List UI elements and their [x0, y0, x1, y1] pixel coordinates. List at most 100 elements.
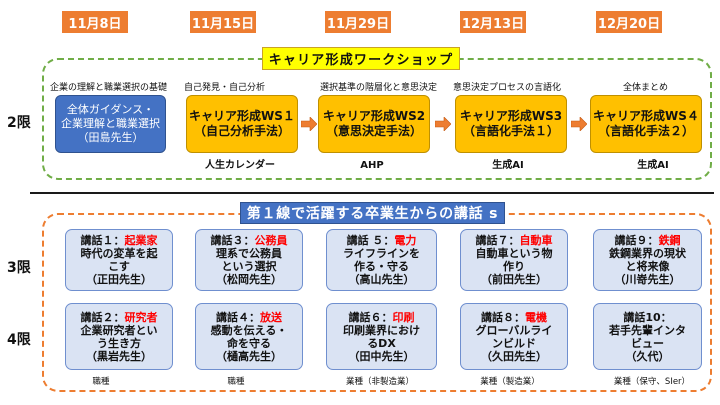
talk-description-line: という選択 — [221, 260, 277, 273]
talk-category: 職種 — [227, 377, 245, 387]
talk-description-line: と将来像 — [625, 260, 670, 273]
talk-description-line: ビュー — [631, 336, 664, 350]
talk-number: 講話９： — [614, 234, 659, 247]
period-label-2: 2限 — [7, 115, 31, 131]
arrow-shape — [435, 117, 451, 131]
talk-number: 講話７： — [475, 234, 520, 247]
talk-heading: 講話10： — [623, 311, 671, 324]
arrow-shape — [301, 117, 317, 131]
session-topic: 企業の理解と職業選択の基礎 — [50, 83, 168, 93]
talk-field: 自動車 — [519, 234, 553, 247]
session-line: （言語化手法２） — [597, 124, 694, 138]
session-topic: 自己発見・自己分析 — [184, 83, 266, 93]
session-line: 全体ガイダンス・ — [66, 103, 155, 116]
session-card-ws1: キャリア形成WS１ （自己分析手法） — [186, 95, 298, 153]
date-badge-3: 11月29日 — [325, 11, 391, 33]
talk-description-line: こす — [108, 260, 130, 273]
talk-category: 業種（製造業） — [480, 377, 540, 387]
right-arrow-icon — [435, 117, 451, 131]
talk-number: 講話４： — [216, 310, 260, 324]
talk-speaker: （久田先生） — [481, 349, 547, 363]
talk-number: 講話２： — [80, 310, 125, 324]
session-topic: 全体まとめ — [623, 83, 669, 93]
talk-description-line: 企業研究者とい — [80, 323, 158, 337]
section-divider — [30, 192, 714, 194]
talk-speaker: （高山先生） — [348, 273, 415, 286]
date-badge-1: 11月8日 — [62, 11, 128, 33]
talk-field: 研究者 — [124, 310, 158, 324]
session-line: キャリア形成WS４ — [593, 109, 699, 123]
talk-speaker: （松岡先生） — [216, 273, 282, 286]
session-line: （田島先生） — [77, 131, 144, 144]
talk-description-line: 感動を伝える・ — [210, 323, 288, 337]
date-badge-5: 12月20日 — [596, 11, 662, 33]
session-line: キャリア形成WS3 — [459, 109, 563, 123]
talk-speaker: （正田先生） — [86, 273, 152, 286]
right-arrow-icon — [301, 117, 317, 131]
session-line: （意思決定手法） — [325, 124, 422, 138]
talk-heading: 講話３：公務員 — [211, 234, 288, 247]
talk-field: 起業家 — [124, 234, 158, 247]
talk-speaker: （川嵜先生） — [614, 273, 681, 286]
talk-description-line: 作り — [503, 260, 525, 273]
talk-card-10: 講話10： 若手先輩インタ ビュー （久代） — [593, 303, 702, 370]
talk-field: 公務員 — [254, 234, 288, 247]
talk-heading: 講話１：起業家 — [81, 234, 158, 247]
session-line: 企業理解と職業選択 — [61, 117, 160, 130]
talk-description-line: 命を守る — [227, 336, 271, 350]
session-line: （自己分析手法） — [193, 124, 290, 138]
talk-description-line: るDX — [367, 336, 396, 350]
talk-card-3: 講話３：公務員 理系で公務員 という選択 （松岡先生） — [195, 229, 303, 291]
date-badge-2: 11月15日 — [190, 11, 256, 33]
talk-card-5: 講話 ５：電力 ライフラインを 作る・守る （高山先生） — [326, 229, 437, 291]
talk-description-line: ライフラインを — [343, 247, 420, 260]
talk-field: 電力 — [394, 234, 417, 247]
session-tool: AHP — [360, 160, 384, 171]
talk-description-line: 作る・守る — [354, 260, 409, 273]
period-label-3: 3限 — [7, 260, 31, 276]
session-line: キャリア形成WS2 — [322, 109, 426, 123]
talk-speaker: （黒岩先生） — [86, 349, 152, 363]
date-badge-4: 12月13日 — [460, 11, 526, 33]
talk-field: 電機 — [525, 310, 547, 324]
right-arrow-icon — [571, 117, 587, 131]
session-tool: 人生カレンダー — [205, 160, 275, 171]
talk-number: 講話８： — [481, 310, 525, 324]
talk-card-8: 講話８：電機 グローバルライ ンビルド （久田先生） — [460, 303, 568, 370]
talk-speaker: （田中先生） — [348, 349, 415, 363]
period-label-4: 4限 — [7, 332, 31, 348]
talk-description-line: 若手先輩インタ — [609, 323, 686, 337]
session-card-ws3: キャリア形成WS3 （言語化手法１） — [455, 95, 567, 153]
talk-field: 印刷 — [392, 310, 415, 324]
talk-heading: 講話８：電機 — [481, 311, 547, 324]
talk-card-6: 講話６：印刷 印刷業界におけ るDX （田中先生） — [326, 303, 437, 370]
talk-description-line: 自動車という物 — [475, 247, 553, 260]
talk-card-7: 講話７：自動車 自動車という物 作り （前田先生） — [460, 229, 568, 291]
session-line: キャリア形成WS１ — [189, 109, 295, 123]
talk-speaker: （前田先生） — [481, 273, 547, 286]
talk-description-line: ンビルド — [492, 336, 536, 350]
talk-field: 鉄鋼 — [658, 234, 681, 247]
talk-category: 職種 — [92, 377, 110, 387]
session-tool: 生成AI — [637, 160, 669, 171]
talk-description-line: 印刷業界におけ — [343, 323, 420, 337]
session-tool: 生成AI — [492, 160, 524, 171]
talk-number: 講話10： — [623, 310, 672, 324]
talk-number: 講話３： — [210, 234, 255, 247]
talk-description-line: 理系で公務員 — [216, 247, 282, 260]
talk-heading: 講話７：自動車 — [476, 234, 553, 247]
talk-field: 放送 — [260, 310, 282, 324]
arrow-shape — [571, 117, 587, 131]
talk-category: 業種（非製造業） — [345, 377, 414, 387]
talk-description-line: う生き方 — [97, 336, 141, 350]
talk-heading: 講話４：放送 — [216, 311, 282, 324]
talk-number: 講話６： — [348, 310, 393, 324]
workshop-title: キャリア形成ワークショップ — [262, 47, 460, 70]
talk-description-line: グローバルライ — [475, 323, 553, 337]
session-line: （言語化手法１） — [462, 124, 559, 138]
talk-description-line: 時代の変革を起 — [80, 247, 158, 260]
session-card-guidance: 全体ガイダンス・ 企業理解と職業選択 （田島先生） — [55, 95, 166, 153]
talk-number: 講話 ５： — [346, 234, 395, 247]
talk-heading: 講話９：鉄鋼 — [615, 234, 681, 247]
